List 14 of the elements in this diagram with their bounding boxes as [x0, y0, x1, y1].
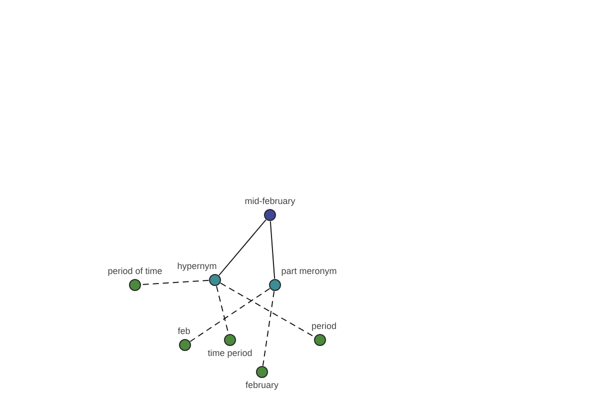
node-label: hypernym: [177, 261, 217, 271]
connector-line: [262, 290, 275, 366]
node-label: part meronym: [281, 266, 337, 276]
connector-line: [218, 219, 266, 276]
connector-line: [190, 288, 270, 342]
node-label: period: [311, 321, 337, 331]
node-label: february: [245, 380, 279, 390]
node-label: period of time: [108, 266, 162, 276]
node-label: feb: [178, 326, 190, 336]
connector-line: [270, 220, 276, 280]
connector-line: [220, 282, 315, 338]
node-label: mid-february: [244, 196, 296, 206]
connector-line: [140, 280, 210, 286]
node-label: time period: [208, 348, 252, 358]
